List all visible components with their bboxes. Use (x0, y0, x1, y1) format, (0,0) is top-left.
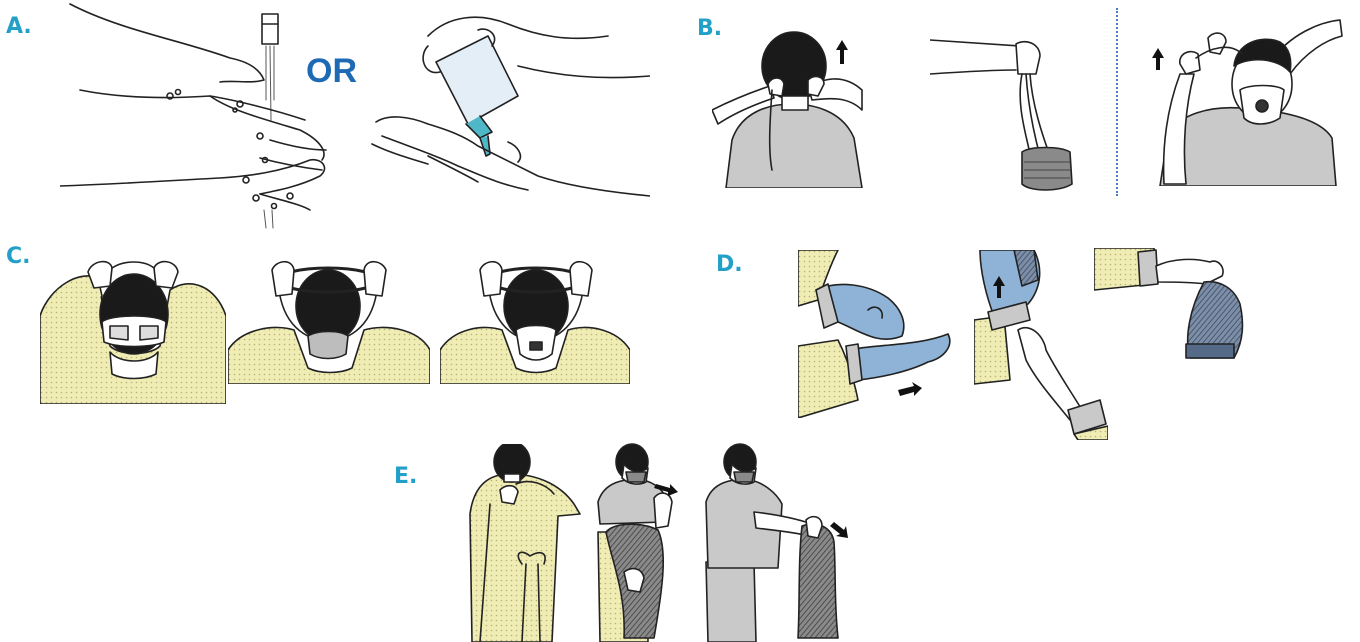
section-c-label: C. (6, 246, 31, 268)
goggles-removal-illustration (40, 256, 226, 404)
face-shield-removal-illustration (228, 258, 430, 384)
glove-removal-step1-illustration (798, 250, 954, 418)
section-a-label: A. (6, 16, 32, 38)
respirator-removal-front-illustration (1150, 14, 1346, 186)
gown-pull-away-illustration (594, 442, 698, 642)
handwash-faucet-illustration (60, 0, 360, 230)
face-shield-respirator-removal-illustration (440, 258, 630, 384)
glove-removal-step2-illustration (974, 250, 1108, 440)
gloves-inside-out-illustration (1094, 248, 1254, 372)
section-b-divider (1116, 8, 1118, 196)
gown-bundled-illustration (702, 442, 852, 642)
mask-held-by-straps-illustration (930, 34, 1080, 194)
section-d-label: D. (716, 254, 743, 276)
hand-sanitizer-illustration (368, 6, 650, 206)
gown-untie-back-illustration (460, 444, 586, 642)
section-e-label: E. (394, 466, 417, 488)
mask-removal-back-illustration (712, 20, 872, 188)
